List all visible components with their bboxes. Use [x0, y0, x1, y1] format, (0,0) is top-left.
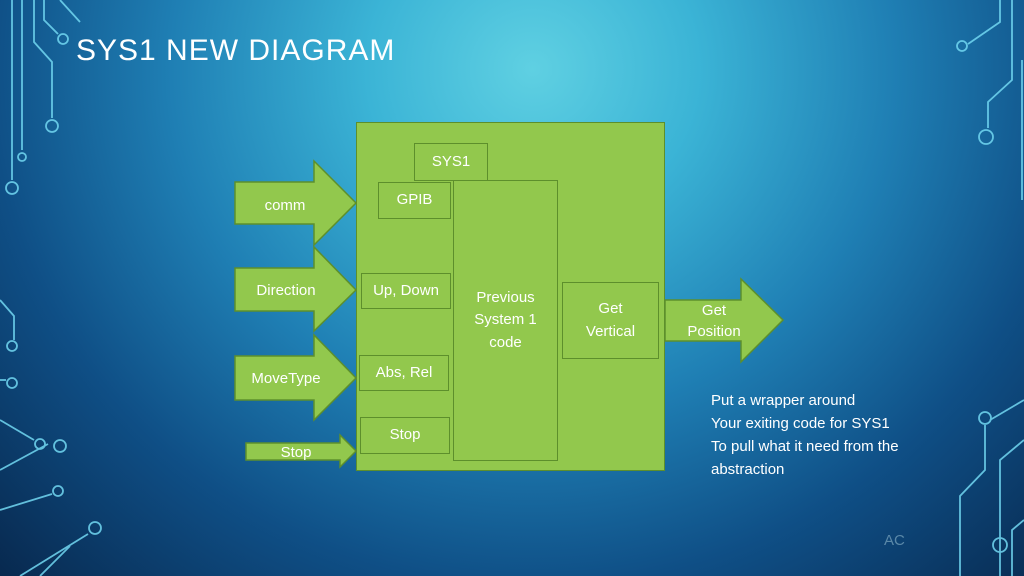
stop-block: Stop: [360, 417, 450, 454]
stop-label: Stop: [280, 443, 312, 461]
comm-label: comm: [264, 196, 306, 214]
comm-arrow: [234, 159, 358, 247]
get-position-arrow: [664, 277, 785, 364]
gpib-block: GPIB: [378, 182, 451, 219]
sys1-block: SYS1: [414, 143, 488, 181]
footer-initials: AC: [884, 532, 905, 549]
note-line: Your exiting code for SYS1: [711, 415, 890, 432]
wrapper-note: Put a wrapper around Your exiting code f…: [711, 389, 899, 481]
movetype-arrow: [234, 333, 358, 422]
previous-code-block: Previous System 1 code: [453, 180, 558, 461]
stop-arrow: [245, 433, 358, 469]
direction-arrow: [234, 245, 358, 333]
note-line: To pull what it need from the: [711, 438, 899, 455]
abs-rel-block: Abs, Rel: [359, 355, 449, 391]
movetype-label: MoveType: [251, 369, 321, 387]
get-vertical-block: Get Vertical: [562, 282, 659, 359]
note-line: Put a wrapper around: [711, 392, 856, 409]
direction-label: Direction: [256, 281, 316, 299]
up-down-block: Up, Down: [361, 273, 451, 309]
slide-title: SYS1 NEW DIAGRAM: [76, 34, 396, 67]
note-line: abstraction: [711, 461, 785, 478]
get-position-label: Get Position: [687, 302, 741, 340]
